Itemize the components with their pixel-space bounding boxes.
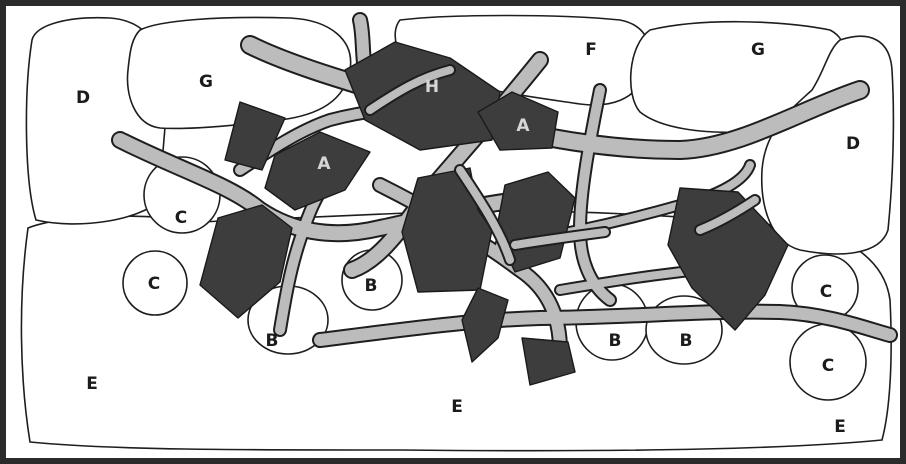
label-e-center: E: [451, 397, 463, 417]
label-f: F: [585, 40, 597, 60]
label-e-left: E: [86, 374, 98, 394]
label-b-3: B: [609, 331, 622, 351]
label-b-2: B: [365, 276, 378, 296]
label-g-left: G: [199, 72, 213, 92]
label-g-right: G: [751, 40, 765, 60]
label-c-3: C: [820, 282, 832, 302]
label-d-left: D: [76, 88, 90, 108]
label-e-right: E: [834, 417, 846, 437]
label-b-1: B: [266, 331, 279, 351]
label-c-2: C: [148, 274, 160, 294]
label-h: H: [425, 77, 439, 97]
label-c-4: C: [822, 356, 834, 376]
label-c-1: C: [175, 208, 187, 228]
label-a-left: A: [317, 154, 331, 174]
label-b-4: B: [680, 331, 693, 351]
label-d-right: D: [846, 134, 860, 154]
label-a-top-right: A: [516, 116, 530, 136]
